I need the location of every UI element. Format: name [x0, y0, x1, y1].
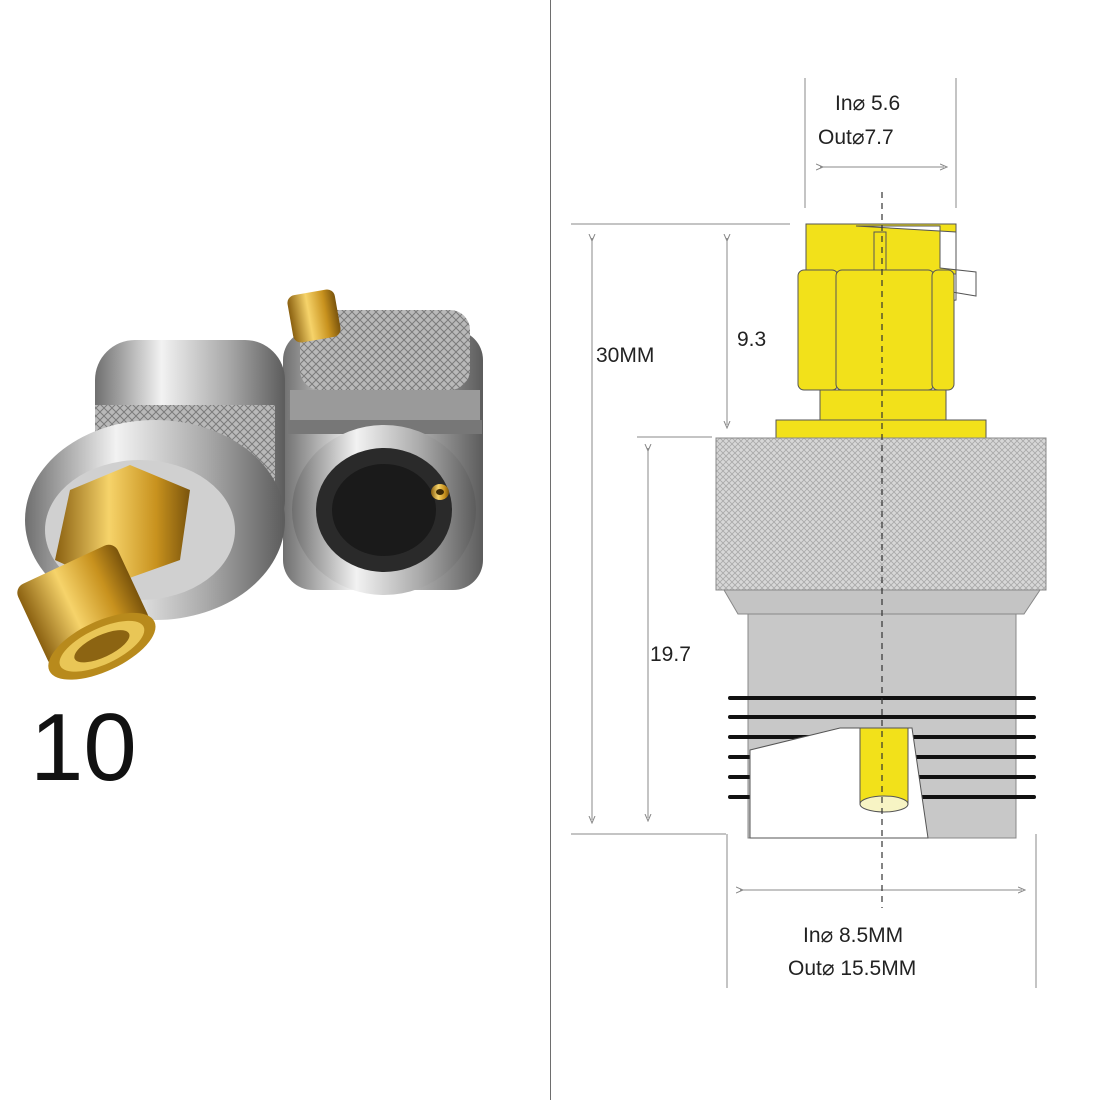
adapter-front: [17, 340, 285, 680]
plug-length-label: 9.3: [737, 328, 766, 351]
connector-drawing: [715, 192, 1047, 908]
product-photo: [17, 289, 483, 680]
dimension-arrows: [592, 167, 1022, 890]
bottom-outer-diameter: Out⌀ 15.5MM: [788, 957, 916, 980]
total-length-label: 30MM: [596, 344, 654, 367]
quantity-label: 10: [30, 694, 137, 801]
top-inner-diameter: In⌀ 5.6: [835, 92, 900, 115]
adapter-back: [283, 289, 483, 595]
extension-lines: [571, 78, 1037, 988]
divider: [550, 0, 551, 1100]
bottom-inner-diameter: In⌀ 8.5MM: [803, 924, 903, 947]
body-length-label: 19.7: [650, 643, 691, 666]
top-outer-diameter: Out⌀7.7: [818, 126, 894, 149]
dimension-drawing: In⌀ 5.6 Out⌀7.7 30MM 9.3 19.7 In⌀ 8.5MM …: [571, 78, 1047, 988]
